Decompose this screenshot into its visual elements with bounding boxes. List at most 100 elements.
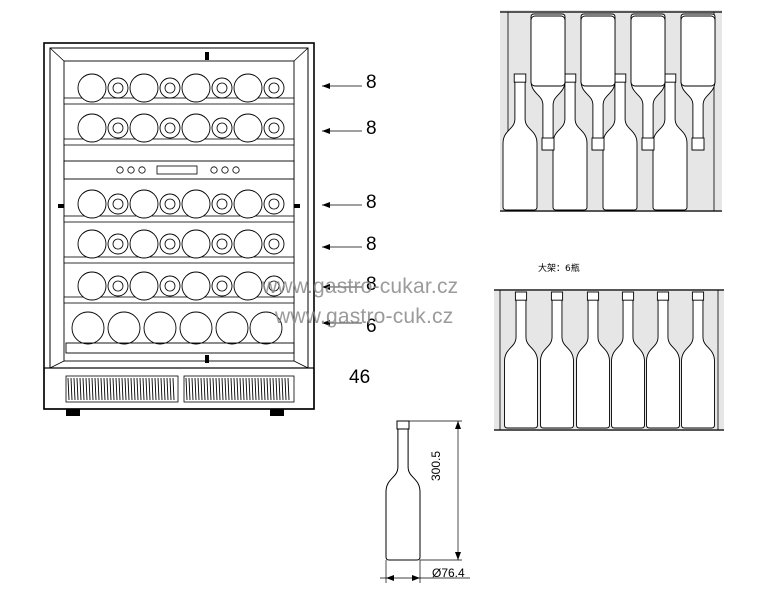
bottle-bottom bbox=[107, 275, 129, 297]
vent-slat bbox=[70, 377, 73, 401]
vent-frame bbox=[65, 375, 179, 403]
single-bottle-cap bbox=[396, 420, 410, 430]
bottle-diameter-label: Ø76.4 bbox=[432, 566, 465, 580]
bottle-bottom bbox=[233, 229, 263, 259]
bottle-dimension-drawing bbox=[380, 420, 470, 583]
vent-slat bbox=[209, 377, 212, 401]
vent-slat bbox=[254, 377, 257, 401]
vent-slat bbox=[263, 377, 266, 401]
upright-bottle bbox=[552, 80, 588, 211]
bottle-bottom bbox=[107, 77, 129, 99]
leader-arrow bbox=[322, 284, 330, 290]
shelf-1-capacity: 8 bbox=[366, 72, 377, 93]
bottle-bottom bbox=[181, 113, 211, 143]
bottle-bottom bbox=[77, 113, 107, 143]
upright-bottle bbox=[502, 80, 538, 211]
bottle-neck bbox=[268, 238, 280, 250]
bottle-bottom bbox=[129, 189, 159, 219]
bottle-neck bbox=[268, 198, 280, 210]
leader-arrow bbox=[322, 320, 330, 326]
vent-slat bbox=[154, 377, 157, 401]
bottle-bottom bbox=[159, 77, 181, 99]
vent-slat bbox=[230, 377, 233, 401]
vent-slat bbox=[169, 377, 172, 401]
vent-slat bbox=[85, 377, 88, 401]
vent-frame bbox=[183, 375, 295, 403]
leader-arrow bbox=[322, 83, 330, 89]
vent-slat bbox=[163, 377, 166, 401]
vent-slat bbox=[160, 377, 163, 401]
inverted-bottle-body-top bbox=[630, 15, 666, 87]
bottle-bottom bbox=[211, 275, 233, 297]
single-bottle bbox=[385, 427, 421, 561]
vent-slat bbox=[233, 377, 236, 401]
vent-slat bbox=[73, 377, 76, 401]
bottle-bottom bbox=[159, 193, 181, 215]
bottle-neck bbox=[112, 238, 124, 250]
inverted-bottle-body-top bbox=[580, 15, 616, 87]
upright-bottle bbox=[602, 80, 638, 211]
shelf-top-view bbox=[500, 10, 722, 212]
bottle-bottom bbox=[107, 193, 129, 215]
vent-slat bbox=[97, 377, 100, 401]
bottle-bottom bbox=[159, 117, 181, 139]
bottle-neck bbox=[112, 82, 124, 94]
vent-slat bbox=[136, 377, 139, 401]
shelf-rail bbox=[63, 97, 295, 105]
vent-slat bbox=[215, 377, 218, 401]
bottle-cap bbox=[691, 291, 705, 301]
vent-slat bbox=[124, 377, 127, 401]
bottle-neck bbox=[164, 280, 176, 292]
shelf-rail bbox=[63, 138, 295, 146]
bottle-neck bbox=[216, 82, 228, 94]
bottle-bottom bbox=[77, 271, 107, 301]
bottle-neck bbox=[268, 82, 280, 94]
bottle-cap bbox=[656, 291, 670, 301]
vent-slat bbox=[148, 377, 151, 401]
bottle-neck bbox=[112, 198, 124, 210]
vent-slat bbox=[112, 377, 115, 401]
vent-slat bbox=[212, 377, 215, 401]
inverted-bottle-cap bbox=[691, 137, 705, 151]
bottle-bottom bbox=[263, 77, 285, 99]
rack-bottle bbox=[540, 298, 574, 429]
vent-slat bbox=[188, 377, 191, 401]
inverted-bottle-cap bbox=[541, 137, 555, 151]
vent-slat bbox=[106, 377, 109, 401]
bottle-bottom bbox=[77, 229, 107, 259]
shelf-2-capacity: 8 bbox=[366, 118, 377, 139]
inverted-bottle-body-top bbox=[530, 15, 566, 87]
bottle-neck bbox=[268, 122, 280, 134]
bottle-neck bbox=[112, 122, 124, 134]
cooler-glass bbox=[63, 60, 295, 362]
vent-slat bbox=[269, 377, 272, 401]
bottle-bottom bbox=[233, 189, 263, 219]
bottle-height-label: 300.5 bbox=[429, 450, 443, 481]
bottle-bottom bbox=[181, 73, 211, 103]
bottle-bottom bbox=[107, 233, 129, 255]
bottle-cap bbox=[663, 73, 677, 83]
vent-slat bbox=[91, 377, 94, 401]
vent-slat bbox=[236, 377, 239, 401]
vent-slat bbox=[248, 377, 251, 401]
vent-slat bbox=[109, 377, 112, 401]
shelf-rail bbox=[63, 296, 295, 304]
vent-slat bbox=[203, 377, 206, 401]
bottom-tray bbox=[65, 342, 295, 354]
leader-arrow bbox=[322, 128, 330, 134]
vent-slat bbox=[94, 377, 97, 401]
vent-slat bbox=[197, 377, 200, 401]
bottle-cap bbox=[586, 291, 600, 301]
cooler-front-view bbox=[43, 42, 362, 416]
bottle-bottom bbox=[129, 113, 159, 143]
vent-slat bbox=[239, 377, 242, 401]
shelf-rails bbox=[63, 97, 295, 304]
vent-slat bbox=[115, 377, 118, 401]
vent-slat bbox=[139, 377, 142, 401]
shelf-4-capacity: 8 bbox=[366, 234, 377, 255]
bottle-bottom bbox=[77, 189, 107, 219]
bottle-bottom bbox=[129, 73, 159, 103]
vent-slat bbox=[287, 377, 290, 401]
shelf-3-capacity: 8 bbox=[366, 192, 377, 213]
large-rack-view bbox=[494, 289, 724, 431]
